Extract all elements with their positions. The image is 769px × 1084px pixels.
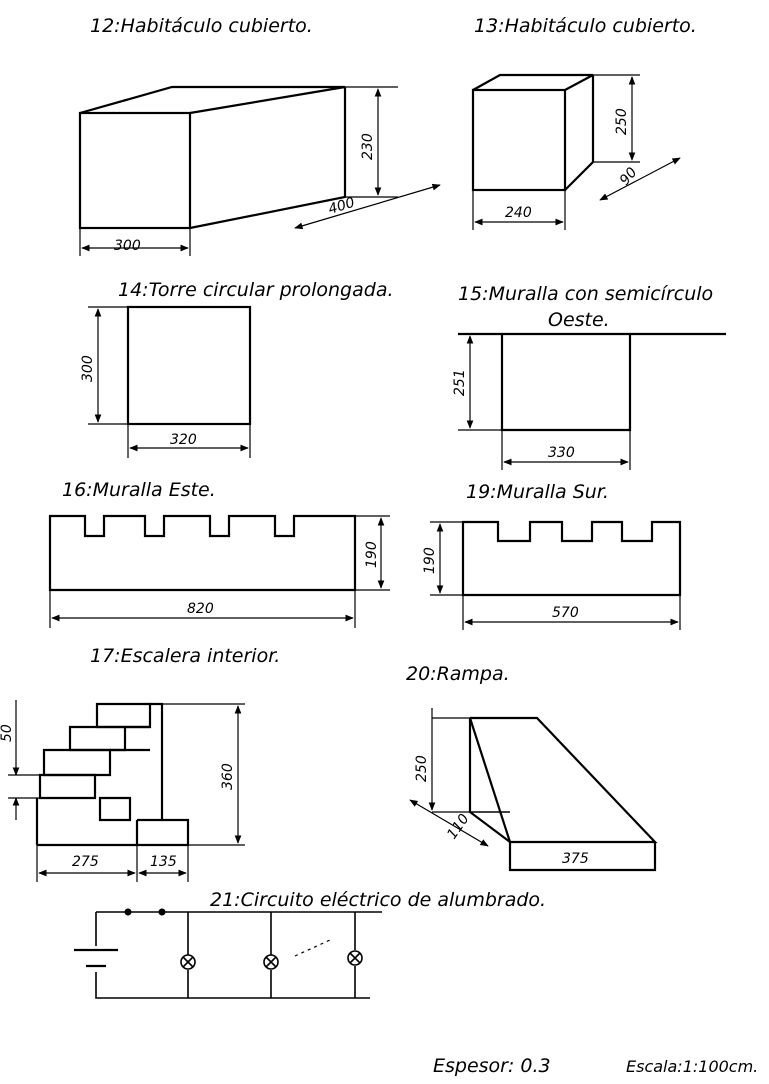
figure-20-title: 20:Rampa. (406, 663, 510, 685)
figure-15-height-label: 251 (452, 369, 468, 396)
figure-14-height-label: 300 (80, 355, 96, 382)
figure-21-junction-node (158, 908, 166, 916)
figure-13-depth-label: 90 (617, 165, 641, 189)
figure-21-battery-icon (74, 948, 118, 968)
figure-19-title: 19:Muralla Sur. (466, 481, 609, 503)
figure-15-outline (458, 332, 726, 432)
figure-17-width-a-label: 275 (72, 854, 99, 870)
figure-13-covered-room: 13:Habitáculo cubierto. 240 250 90 (471, 15, 697, 230)
figure-21-wiring (95, 911, 382, 999)
figure-15-title: 15:Muralla con semicírculo (458, 283, 713, 305)
figure-12-title: 12:Habitáculo cubierto. (90, 15, 313, 37)
figure-21-title: 21:Circuito eléctrico de alumbrado. (210, 889, 546, 911)
figure-12-box (78, 85, 347, 230)
figure-17-width-b-label: 135 (150, 854, 177, 870)
figure-13-width-label: 240 (505, 205, 532, 221)
figure-19-dimensions: 190 570 (422, 521, 681, 630)
figure-15-width-label: 330 (548, 445, 575, 461)
figure-13-dimensions: 240 250 90 (472, 74, 681, 230)
figure-15-wall-semicircle: 15:Muralla con semicírculo Oeste. 251 33… (452, 283, 726, 470)
lamp-icon (263, 954, 279, 970)
figure-14-title: 14:Torre circular prolongada. (118, 279, 394, 301)
figure-17-interior-staircase: 17:Escalera interior. 50 360 275 135 (0, 645, 280, 882)
figure-14-outline (126, 305, 252, 426)
figure-16-width-label: 820 (187, 601, 214, 617)
figure-12-width-label: 300 (114, 238, 141, 254)
figure-14-dimensions: 300 320 (80, 306, 251, 458)
figure-17-step-label: 50 (0, 724, 15, 742)
drawing-footer: Espesor: 0.3 Escala:1:100cm. (433, 1055, 758, 1077)
figure-15-subtitle: Oeste. (548, 309, 610, 331)
figure-20-width-label: 375 (562, 851, 589, 867)
figure-12-height-label: 230 (360, 133, 376, 160)
figure-16-dimensions: 190 820 (49, 515, 390, 628)
figure-12-covered-room: 12:Habitáculo cubierto. 300 230 400 (78, 15, 441, 256)
figure-20-dimensions: 250 110 375 (409, 708, 589, 867)
figure-14-width-label: 320 (170, 432, 197, 448)
figure-16-battlements (48, 514, 357, 592)
figure-17-title: 17:Escalera interior. (90, 645, 280, 667)
figure-20-height-label: 250 (414, 755, 430, 782)
figure-20-ramp: 20:Rampa. 250 110 375 (406, 663, 658, 872)
figure-21-lighting-circuit: 21:Circuito eléctrico de alumbrado. (74, 889, 546, 999)
figure-13-height-label: 250 (614, 108, 630, 135)
figure-21-dashed-line (294, 939, 331, 957)
figure-12-depth-label: 400 (326, 195, 356, 218)
figure-20-ramp-shape (468, 716, 658, 872)
figure-19-width-label: 570 (552, 605, 579, 621)
figure-16-height-label: 190 (364, 541, 380, 568)
figure-13-box (471, 73, 595, 192)
lamp-icon (180, 954, 196, 970)
figure-17-height-label: 360 (220, 763, 236, 790)
scale-note: Escala:1:100cm. (626, 1057, 758, 1076)
figure-19-height-label: 190 (422, 547, 438, 574)
figure-19-south-wall: 19:Muralla Sur. 190 570 (422, 481, 682, 630)
figure-20-depth-label: 110 (444, 811, 472, 842)
thickness-note: Espesor: 0.3 (433, 1055, 551, 1077)
figure-19-battlements (461, 520, 682, 597)
figure-15-dimensions: 251 330 (452, 335, 631, 470)
figure-17-stairs (35, 702, 190, 847)
figure-13-title: 13:Habitáculo cubierto. (474, 15, 697, 37)
figure-21-junction-node (124, 908, 132, 916)
figure-16-title: 16:Muralla Este. (62, 479, 216, 501)
figure-16-east-wall: 16:Muralla Este. 190 820 (48, 479, 390, 628)
figure-12-dimensions: 300 230 400 (79, 86, 441, 256)
figure-17-dimensions: 50 360 275 135 (0, 700, 245, 882)
figure-14-circular-tower: 14:Torre circular prolongada. 300 320 (80, 279, 394, 458)
lamp-icon (347, 950, 363, 966)
